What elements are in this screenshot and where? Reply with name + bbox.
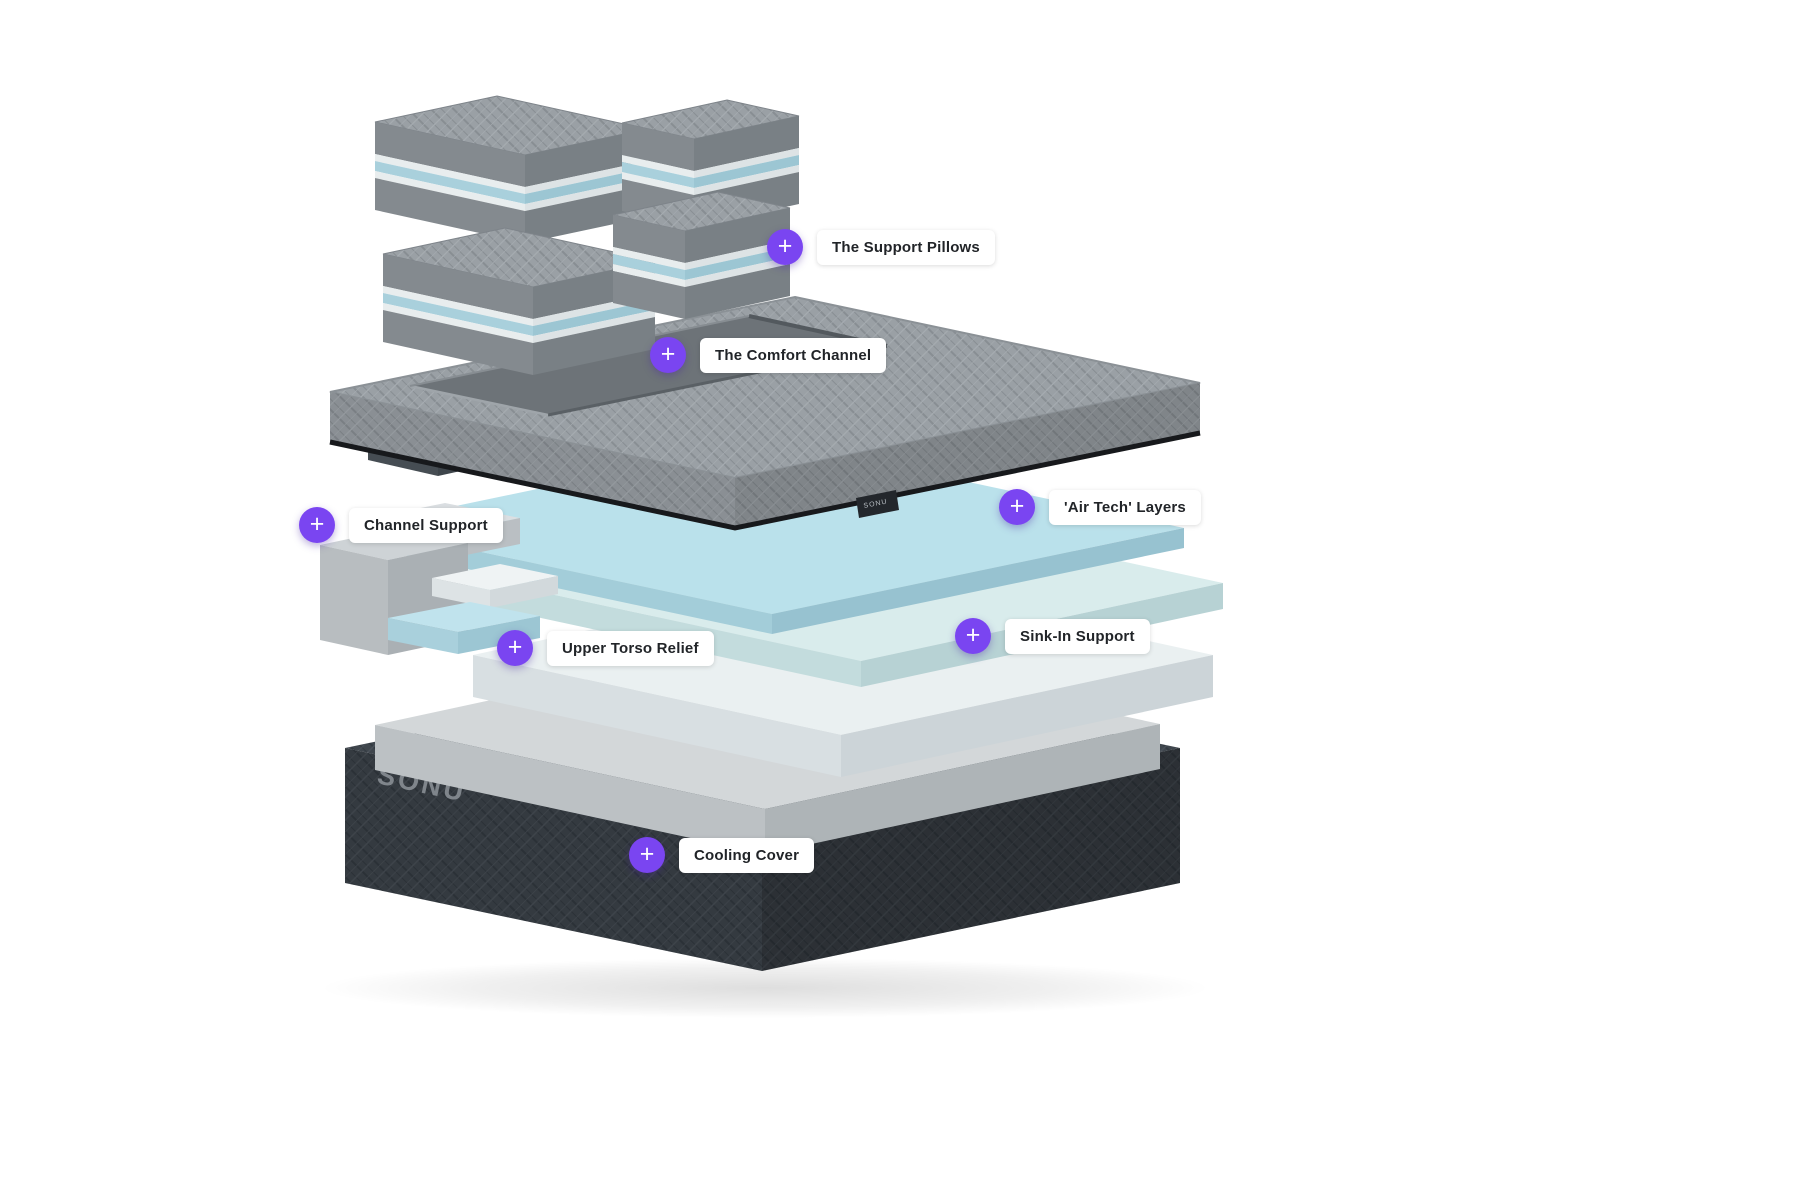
plus-icon: + [660,339,676,368]
sink-in-support-plus-button[interactable]: + [955,618,991,654]
hotspot-cooling-cover: + Cooling Cover [629,837,815,873]
plus-icon: + [777,231,793,260]
channel-support-label: Channel Support [349,507,503,543]
cooling-cover-plus-button[interactable]: + [629,837,665,873]
upper-torso-relief-plus-button[interactable]: + [497,630,533,666]
ground-shadow [320,958,1210,1018]
plus-icon: + [965,620,981,649]
upper-torso-relief-label: Upper Torso Relief [547,630,714,666]
plus-icon: + [507,632,523,661]
mattress-tag-label: SONU [863,498,888,509]
cooling-cover-label: Cooling Cover [679,837,815,873]
hotspot-air-tech-layers: + 'Air Tech' Layers [999,489,1201,525]
pillow-stack-back-left [374,95,648,244]
hotspot-channel-support: + Channel Support [299,507,503,543]
hotspot-support-pillows: + The Support Pillows [767,229,995,265]
support-pillows-label: The Support Pillows [817,229,995,265]
comfort-channel-plus-button[interactable]: + [650,337,686,373]
piping-trim [329,430,1201,531]
air-tech-layers-label: 'Air Tech' Layers [1049,489,1201,525]
plus-icon: + [309,509,325,538]
plus-icon: + [639,839,655,868]
mattress-tag: SONU [856,490,899,518]
pillow-stack-front-right [612,191,791,320]
hotspot-comfort-channel: + The Comfort Channel [650,337,887,373]
sink-in-support-label: Sink-In Support [1005,618,1150,654]
upper-torso-relief-layer [388,602,540,654]
hotspot-sink-in-support: + Sink-In Support [955,618,1150,654]
air-tech-layers-plus-button[interactable]: + [999,489,1035,525]
hotspot-upper-torso-relief: + Upper Torso Relief [497,630,714,666]
comfort-channel-label: The Comfort Channel [700,337,887,373]
plus-icon: + [1009,491,1025,520]
support-pillows-plus-button[interactable]: + [767,229,803,265]
channel-support-plus-button[interactable]: + [299,507,335,543]
upper-torso-relief-white-slab [432,564,558,608]
